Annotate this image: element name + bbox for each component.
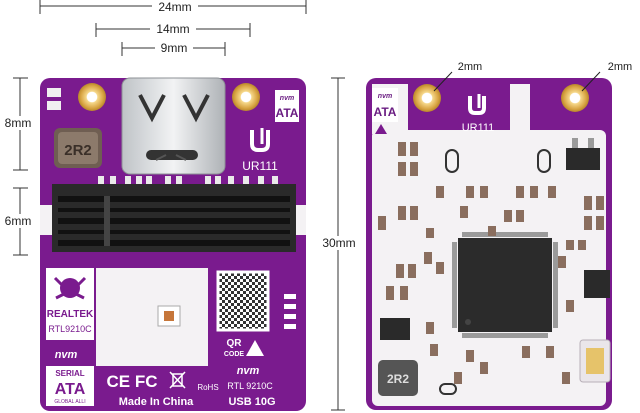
front-board: 2R2 nvm ATA UR111 — [40, 77, 306, 411]
rohs-label: RoHS — [197, 383, 218, 392]
front-lower-white-area — [96, 268, 208, 366]
back-board: 2mm 2mm nvm ATA UR111 — [366, 61, 632, 410]
usb-c-logo-v-left — [138, 94, 166, 123]
rtl9210c-chip — [458, 238, 552, 332]
usb-c-connector — [121, 77, 226, 175]
nvme-ata-badge — [275, 90, 299, 122]
back-nvme-badge-text: nvm — [378, 93, 392, 100]
back-inductor-label: 2R2 — [387, 372, 409, 386]
brand-logo-front-text: UR111 — [242, 159, 278, 173]
qr-code-label: CODE — [224, 351, 245, 358]
inductor-label: 2R2 — [64, 142, 92, 159]
flash-chip — [584, 270, 610, 298]
chip-pins — [452, 232, 558, 338]
nvme-logo-right: nvm — [237, 365, 260, 377]
serial-sub-label: GLOBAL ALLI — [54, 399, 85, 405]
ce-fcc-marks: CE FC — [107, 372, 158, 391]
realtek-crab-icon — [53, 276, 87, 300]
serial-ata-badge — [46, 366, 94, 406]
qr-code — [216, 270, 270, 332]
usb-c-logo-v-right — [182, 94, 210, 123]
mosfet-chip — [380, 318, 410, 340]
back-inductor — [378, 360, 418, 396]
dim-6mm-label: 6mm — [5, 214, 32, 228]
dim-9mm-label: 9mm — [161, 41, 188, 55]
brand-logo-back-text: UR111 — [462, 122, 495, 134]
back-esd-icon — [375, 124, 387, 134]
front-smd-pads — [98, 176, 278, 186]
hole-dim-left: 2mm — [458, 61, 482, 73]
serial-label: SERIAL — [55, 369, 84, 378]
front-mount-hole-left — [78, 83, 106, 111]
esd-warning-icon — [246, 340, 264, 356]
chip-model-label: RTL9210C — [48, 324, 92, 334]
nvme-logo-left: nvm — [55, 349, 78, 361]
brand-logo-front — [250, 128, 270, 152]
dim-24mm-label: 24mm — [158, 0, 191, 14]
dim-30mm-label: 30mm — [322, 236, 355, 250]
back-passive-components — [378, 142, 604, 384]
back-ata-badge-text: ATA — [374, 105, 397, 119]
back-nvme-ata-badge — [372, 88, 398, 122]
dim-14mm-label: 14mm — [156, 22, 189, 36]
realtek-label: REALTEK — [47, 309, 94, 320]
qr-label: QR — [227, 338, 243, 349]
ata-badge-text: ATA — [276, 106, 299, 120]
serial-ata-label: ATA — [55, 381, 86, 398]
dim-8mm-label: 8mm — [5, 116, 32, 130]
hole-dim-right: 2mm — [608, 61, 632, 73]
made-in-label: Made In China — [119, 396, 194, 408]
regulator-chip — [566, 148, 600, 170]
nvme-badge-text: nvm — [280, 95, 294, 102]
brand-logo-back — [468, 94, 486, 115]
front-mount-hole-right — [232, 83, 260, 111]
rtl-bottom-label: RTL 9210C — [227, 381, 273, 391]
weee-bin-icon — [169, 371, 186, 389]
usb-speed-label: USB 10G — [228, 396, 275, 408]
